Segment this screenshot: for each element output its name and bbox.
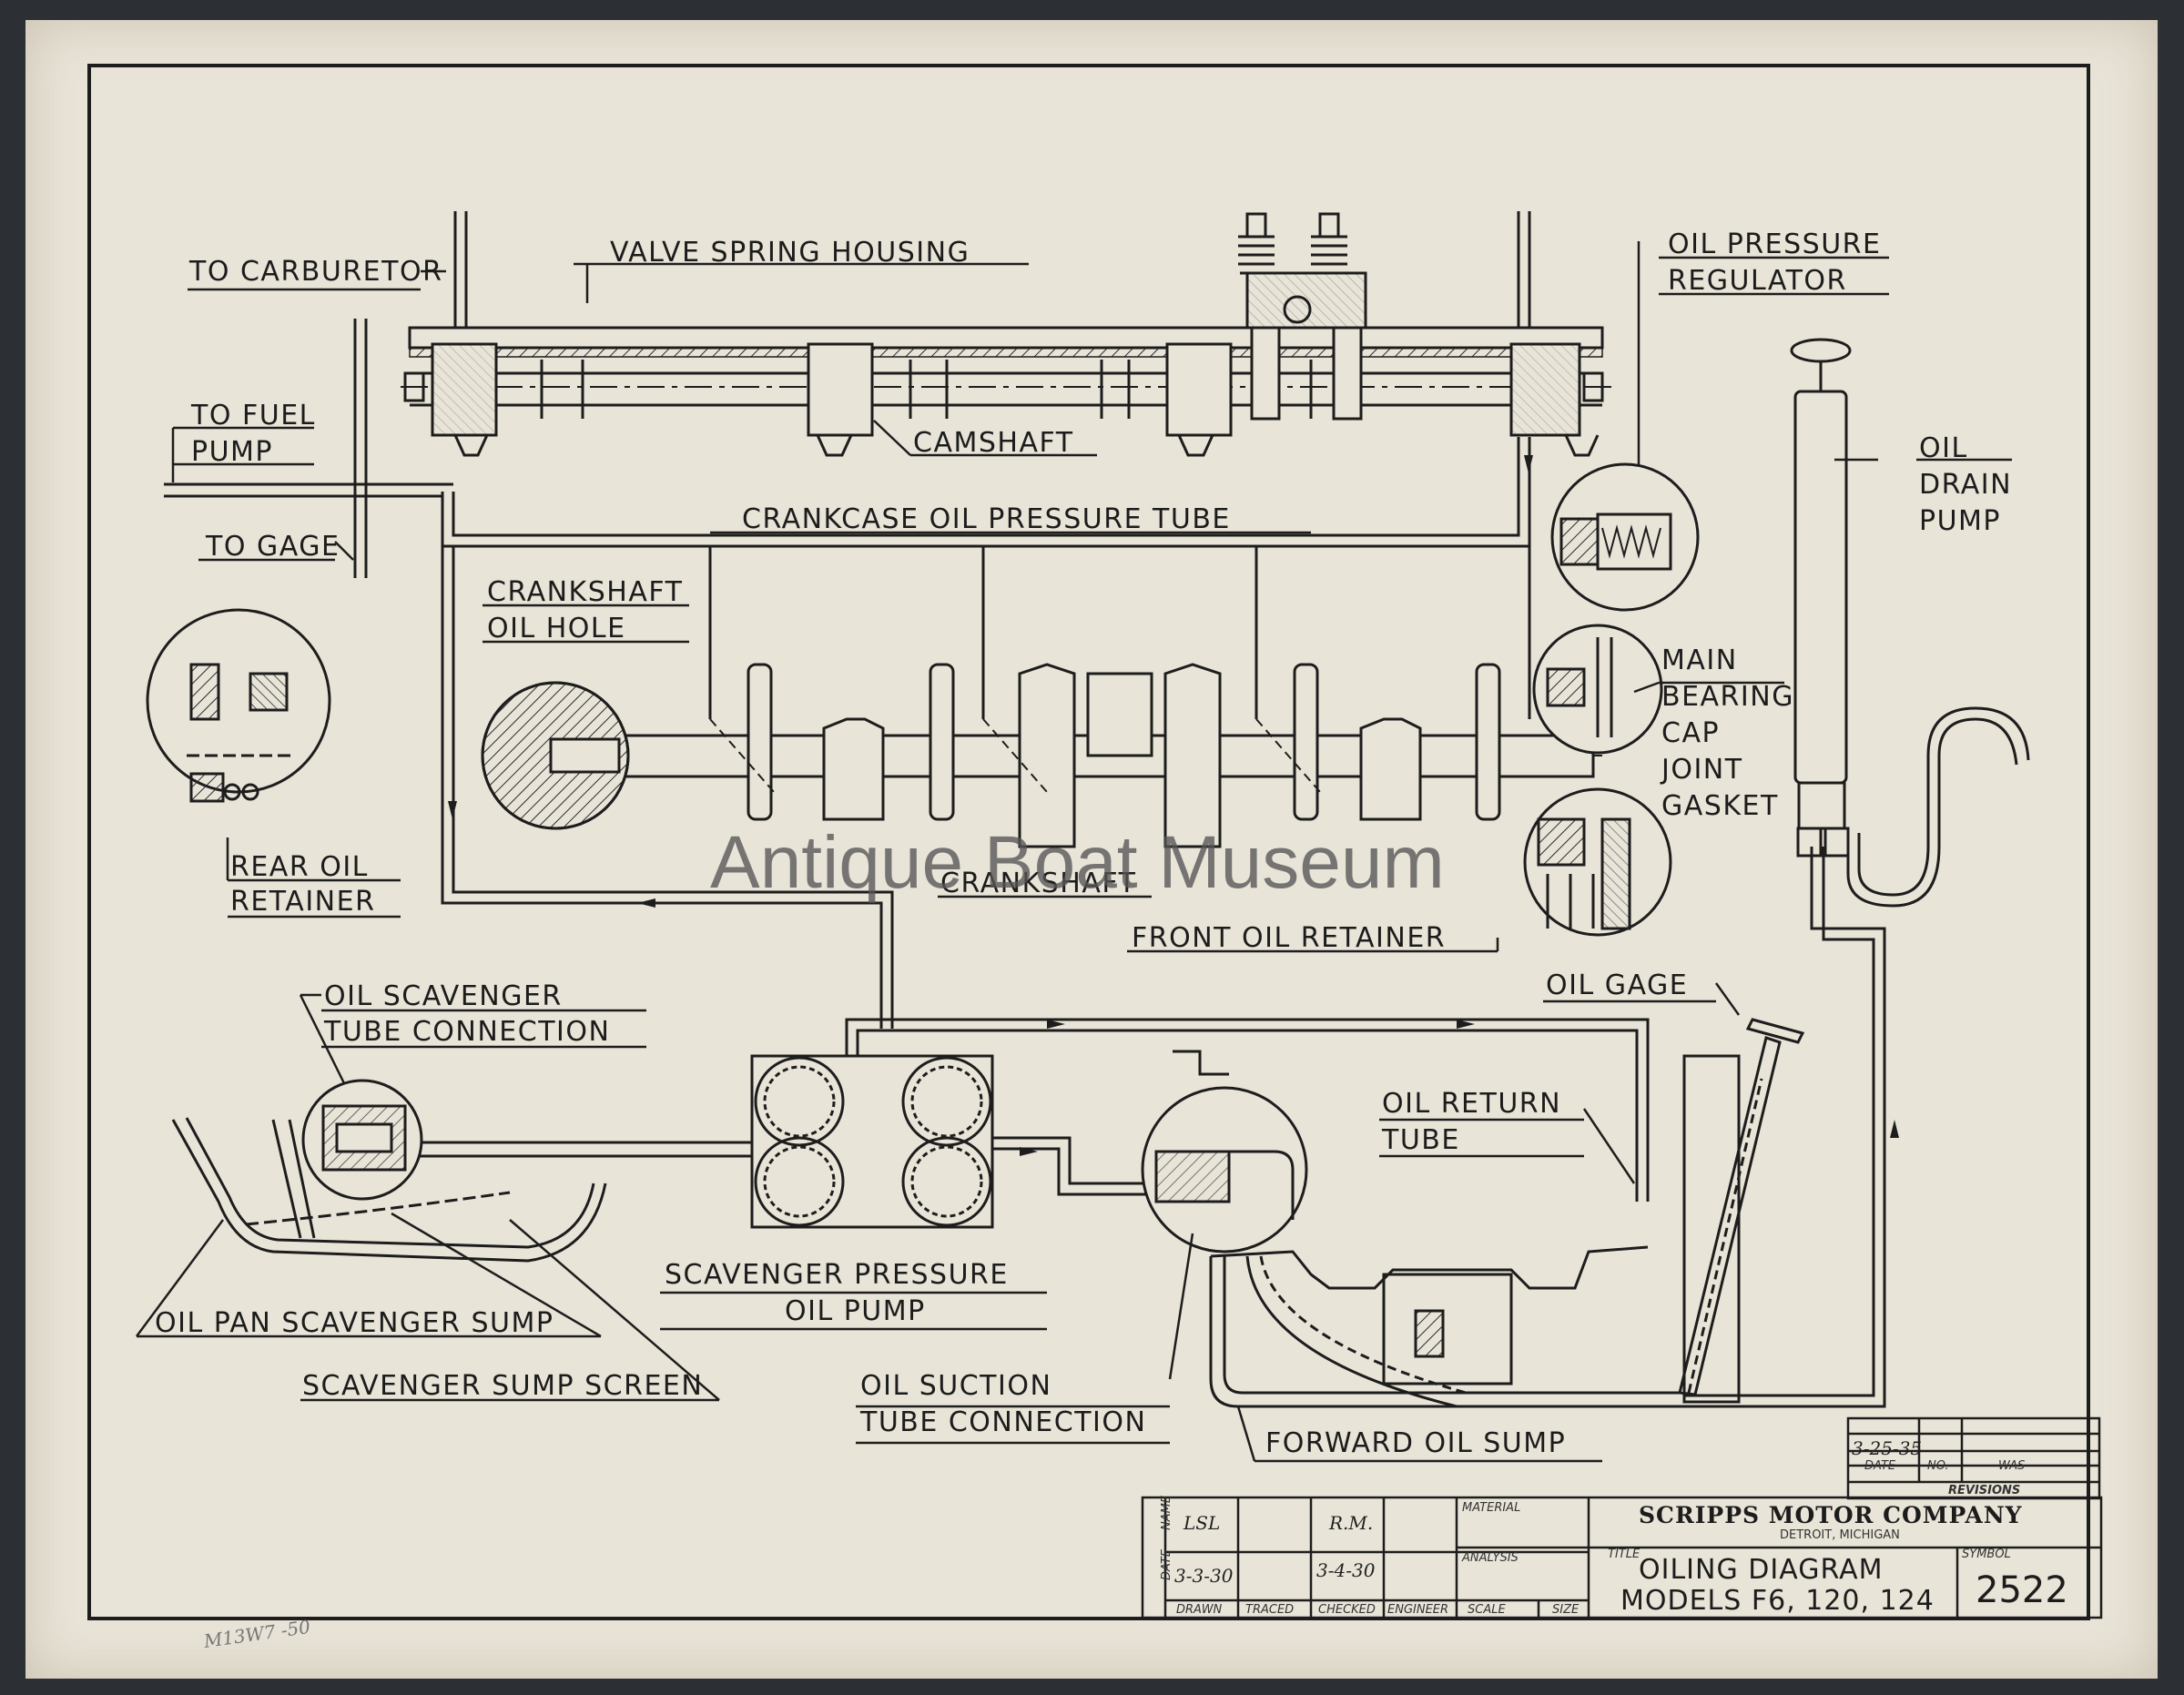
label-main-bearing-5: GASKET xyxy=(1661,790,1779,822)
label-to-carburetor: TO CARBURETOR xyxy=(188,256,442,288)
tb-size-label: SIZE xyxy=(1552,1603,1580,1617)
crankshaft-assembly xyxy=(481,663,1602,848)
tb-symbol-label: SYMBOL xyxy=(1962,1548,2011,1561)
label-oil-pressure-regulator-1: OIL PRESSURE xyxy=(1668,228,1881,260)
label-camshaft: CAMSHAFT xyxy=(913,427,1074,459)
margin-note: M13W7 -50 xyxy=(201,1616,311,1652)
camshaft-assembly xyxy=(401,211,1616,457)
watermark: Antique Boat Museum xyxy=(710,821,1445,904)
label-oil-drain-pump-1: OIL xyxy=(1919,432,1968,464)
label-main-bearing-3: CAP xyxy=(1661,717,1720,749)
oil-piping xyxy=(164,319,1886,1408)
revision-no-header: NO. xyxy=(1927,1459,1949,1473)
label-crankcase-oil-pressure-tube: CRANKCASE OIL PRESSURE TUBE xyxy=(742,503,1231,535)
label-forward-oil-sump: FORWARD OIL SUMP xyxy=(1265,1427,1566,1459)
oil-scavenger-connection-detail xyxy=(301,1079,423,1201)
revision-date-header: DATE xyxy=(1864,1459,1896,1473)
label-front-oil-retainer: FRONT OIL RETAINER xyxy=(1132,922,1446,954)
label-scavenger-pressure-2: OIL PUMP xyxy=(785,1295,926,1327)
label-crankshaft-oil-hole-1: CRANKSHAFT xyxy=(487,576,683,608)
main-bearing-cap-detail xyxy=(1532,624,1663,755)
tb-drawn-date: 3-3-30 xyxy=(1174,1565,1234,1587)
tb-analysis-label: ANALYSIS xyxy=(1461,1551,1519,1565)
scavenger-pressure-oil-pump xyxy=(750,1054,994,1229)
callout-labels: TO CARBURETOR VALVE SPRING HOUSING OIL P… xyxy=(155,228,2012,1459)
label-oil-gage: OIL GAGE xyxy=(1546,969,1688,1001)
tb-checked-name: R.M. xyxy=(1328,1512,1373,1534)
label-oil-drain-pump-2: DRAIN xyxy=(1919,469,2012,501)
revision-date-entry: 3-25-35 xyxy=(1852,1437,1922,1459)
revision-was-header: WAS xyxy=(1998,1459,2025,1473)
revisions-title: REVISIONS xyxy=(1948,1484,2020,1497)
oil-pan-scavenger-sump xyxy=(171,1117,607,1263)
tb-engineer-label: ENGINEER xyxy=(1387,1603,1448,1617)
label-main-bearing-2: BEARING xyxy=(1661,681,1794,713)
tb-material-label: MATERIAL xyxy=(1462,1501,1520,1515)
title-block: NAME DATE LSL R.M. 3-3-30 3-4-30 DRAWN T… xyxy=(1141,1495,2103,1619)
revisions-block: 3-25-35 DATE NO. WAS REVISIONS xyxy=(1846,1416,2101,1500)
oil-pressure-regulator-detail xyxy=(1550,462,1700,612)
tb-drawn-label: DRAWN xyxy=(1176,1603,1223,1617)
label-oil-pan-scavenger-sump: OIL PAN SCAVENGER SUMP xyxy=(155,1307,554,1339)
label-scavenger-sump-screen: SCAVENGER SUMP SCREEN xyxy=(302,1370,703,1402)
front-oil-retainer-detail xyxy=(1523,787,1672,937)
label-rear-oil-retainer-2: RETAINER xyxy=(230,886,375,918)
border-frame xyxy=(87,64,2090,1620)
label-scavenger-pressure-1: SCAVENGER PRESSURE xyxy=(665,1259,1009,1291)
label-to-fuel-pump-2: PUMP xyxy=(191,436,273,468)
label-main-bearing-4: JOINT xyxy=(1660,754,1743,786)
label-crankshaft: CRANKSHAFT xyxy=(940,868,1136,899)
label-oil-return-tube-2: TUBE xyxy=(1381,1124,1460,1156)
label-oil-suction-2: TUBE CONNECTION xyxy=(859,1406,1146,1438)
label-oil-scavenger-1: OIL SCAVENGER xyxy=(324,980,563,1012)
tb-drawing-models: MODELS F6, 120, 124 xyxy=(1620,1585,1935,1617)
label-oil-drain-pump-3: PUMP xyxy=(1919,505,2001,537)
tb-drawn-name: LSL xyxy=(1183,1512,1220,1534)
drawing-sheet xyxy=(25,20,2158,1679)
label-crankshaft-oil-hole-2: OIL HOLE xyxy=(487,613,626,645)
label-oil-return-tube-1: OIL RETURN xyxy=(1382,1088,1561,1120)
oil-gage xyxy=(1678,1018,1805,1404)
tb-company: SCRIPPS MOTOR COMPANY xyxy=(1639,1502,2023,1528)
label-rear-oil-retainer-1: REAR OIL xyxy=(230,851,369,883)
rear-oil-retainer-detail xyxy=(146,608,331,803)
tb-date-label: DATE xyxy=(1160,1548,1173,1580)
tb-scale-label: SCALE xyxy=(1468,1603,1506,1617)
oil-drain-pump xyxy=(1790,338,2030,908)
tb-checked-date: 3-4-30 xyxy=(1316,1559,1376,1581)
tb-drawing-title: OILING DIAGRAM xyxy=(1639,1554,1883,1586)
label-oil-pressure-regulator-2: REGULATOR xyxy=(1668,265,1847,297)
label-to-fuel-pump-1: TO FUEL xyxy=(190,400,316,431)
oil-suction-connection-detail xyxy=(1141,1050,1308,1253)
tb-name-label: NAME xyxy=(1160,1495,1173,1530)
tb-symbol-number: 2522 xyxy=(1976,1569,2068,1611)
leader-lines xyxy=(135,241,2012,1463)
tb-checked-label: CHECKED xyxy=(1318,1603,1376,1617)
label-valve-spring-housing: VALVE SPRING HOUSING xyxy=(610,237,970,269)
label-oil-suction-1: OIL SUCTION xyxy=(860,1370,1051,1402)
tb-title-label: TITLE xyxy=(1608,1548,1641,1561)
label-oil-scavenger-2: TUBE CONNECTION xyxy=(323,1016,610,1048)
label-to-gage: TO GAGE xyxy=(205,531,340,563)
forward-oil-sump xyxy=(1209,1245,1684,1408)
tb-company-city: DETROIT, MICHIGAN xyxy=(1780,1528,1900,1542)
label-main-bearing-1: MAIN xyxy=(1661,645,1738,676)
tb-traced-label: TRACED xyxy=(1245,1603,1294,1617)
